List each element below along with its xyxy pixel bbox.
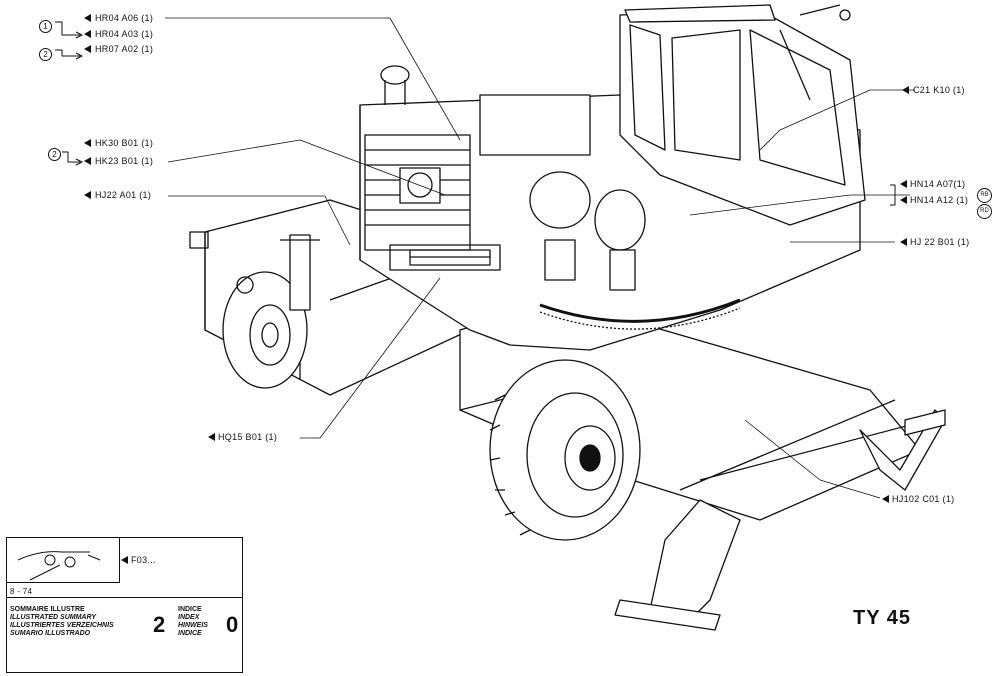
- slewing-ring: [539, 298, 741, 330]
- index-number: 0: [226, 612, 239, 637]
- index-en: INDEX: [178, 614, 200, 621]
- summary-fr: SOMMAIRE ILLUSTRE: [10, 606, 85, 613]
- callout-hn14-a07[interactable]: HN14 A07(1): [910, 179, 966, 189]
- callout-hj102-c01[interactable]: HJ102 C01 (1): [892, 494, 955, 504]
- triangle-icon: [900, 180, 907, 188]
- callout-hj22-b01[interactable]: HJ 22 B01 (1): [910, 237, 970, 247]
- front-wheel: [489, 359, 641, 541]
- badge-rd: RD: [977, 204, 992, 219]
- bracket-arrows: [55, 21, 896, 206]
- leader-lines: [165, 17, 915, 499]
- callout-hr04-a06[interactable]: HR04 A06 (1): [95, 13, 154, 23]
- summary-en: ILLUSTRATED SUMMARY: [10, 614, 97, 621]
- marker-2: 2: [39, 48, 52, 61]
- triangle-icon: [208, 433, 215, 441]
- marker-2: 2: [48, 148, 61, 161]
- summary-de: ILLUSTRIERTES VERZEICHNIS: [10, 622, 114, 629]
- callout-hk30-b01[interactable]: HK30 B01 (1): [95, 138, 154, 148]
- callout-hr04-a03[interactable]: HR04 A03 (1): [95, 29, 154, 39]
- summary-es: SUMARIO ILLUSTRADO: [10, 630, 91, 637]
- rear-wheel: [222, 271, 308, 389]
- triangle-icon: [84, 14, 91, 22]
- legend-thumbnail-frame: [6, 537, 120, 583]
- triangle-icon: [84, 30, 91, 38]
- legend-box: [6, 537, 243, 673]
- engine-block: [380, 65, 646, 291]
- triangle-icon: [900, 238, 907, 246]
- callout-hk23-b01[interactable]: HK23 B01 (1): [95, 156, 154, 166]
- triangle-icon: [84, 139, 91, 147]
- index-fr: INDICE: [178, 606, 202, 613]
- triangle-icon: [882, 495, 889, 503]
- triangle-icon: [84, 45, 91, 53]
- badge-rb: RB: [977, 188, 992, 203]
- callout-c21-k10[interactable]: C21 K10 (1): [913, 85, 965, 95]
- index-es: INDICE: [178, 630, 202, 637]
- callout-f03[interactable]: F03...: [131, 555, 156, 565]
- triangle-icon: [121, 556, 128, 564]
- summary-number: 2: [153, 612, 166, 637]
- legend-date: 8 - 74: [10, 587, 33, 596]
- model-title: TY 45: [853, 607, 911, 629]
- callout-hr07-a02[interactable]: HR07 A02 (1): [95, 44, 154, 54]
- triangle-icon: [902, 86, 909, 94]
- triangle-icon: [900, 196, 907, 204]
- callout-hn14-a12[interactable]: HN14 A12 (1): [910, 195, 969, 205]
- legend-thumbnail: [17, 551, 101, 581]
- rear-support-strut: [236, 234, 320, 311]
- triangle-icon: [84, 191, 91, 199]
- outrigger-legs: [614, 409, 946, 631]
- callout-hj22-a01[interactable]: HJ22 A01 (1): [95, 190, 152, 200]
- cab: [619, 4, 866, 226]
- index-de: HINWEIS: [178, 622, 208, 629]
- legend-divider: [6, 597, 243, 598]
- triangle-icon: [84, 157, 91, 165]
- marker-1: 1: [39, 20, 52, 33]
- callout-hq15-b01[interactable]: HQ15 B01 (1): [218, 432, 278, 442]
